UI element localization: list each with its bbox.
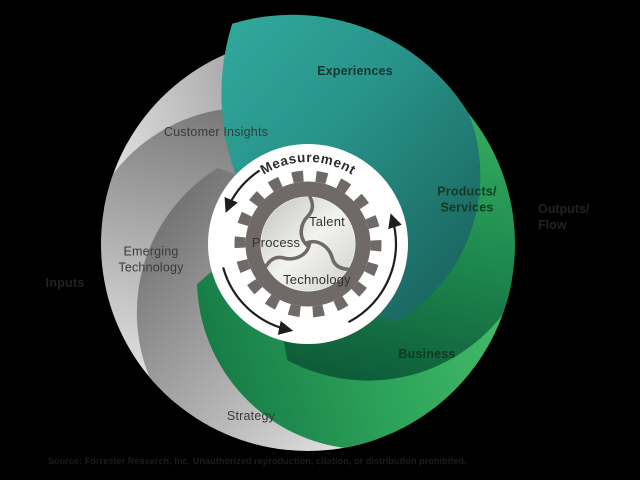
gear-ring <box>245 181 371 307</box>
label-technology: Technology <box>283 271 351 287</box>
label-talent: Talent <box>309 213 345 229</box>
label-emerging-technology: Emerging Technology <box>118 244 183 275</box>
label-products-services-line1: Products/ <box>437 184 497 199</box>
label-outputs-line2: Flow <box>538 218 567 233</box>
label-products-services-line2: Services <box>440 200 494 214</box>
rotation-arrow-right <box>348 213 402 323</box>
source-attribution: Source: Forrester Research, Inc. Unautho… <box>48 456 467 466</box>
label-emerging-technology-line2: Technology <box>118 260 184 274</box>
label-emerging-technology-line1: Emerging <box>123 244 179 259</box>
label-customer-insights: Customer Insights <box>163 125 269 140</box>
rotation-arrow-bottom <box>222 267 294 335</box>
rotation-arrow-top-left <box>224 169 260 213</box>
label-inputs: Inputs <box>45 276 85 291</box>
segment-divider <box>304 240 350 271</box>
gear-teeth <box>234 170 382 318</box>
label-products-services: Products/ Services <box>437 184 496 215</box>
segment-divider <box>299 195 315 248</box>
label-strategy: Strategy <box>226 409 276 424</box>
label-process: Process <box>251 234 301 250</box>
label-outputs-flow: Outputs/ Flow <box>538 201 589 234</box>
label-experiences: Experiences <box>317 64 393 79</box>
label-business: Business <box>398 347 456 362</box>
label-outputs-line1: Outputs/ <box>538 202 590 216</box>
segment-divider <box>264 241 312 268</box>
